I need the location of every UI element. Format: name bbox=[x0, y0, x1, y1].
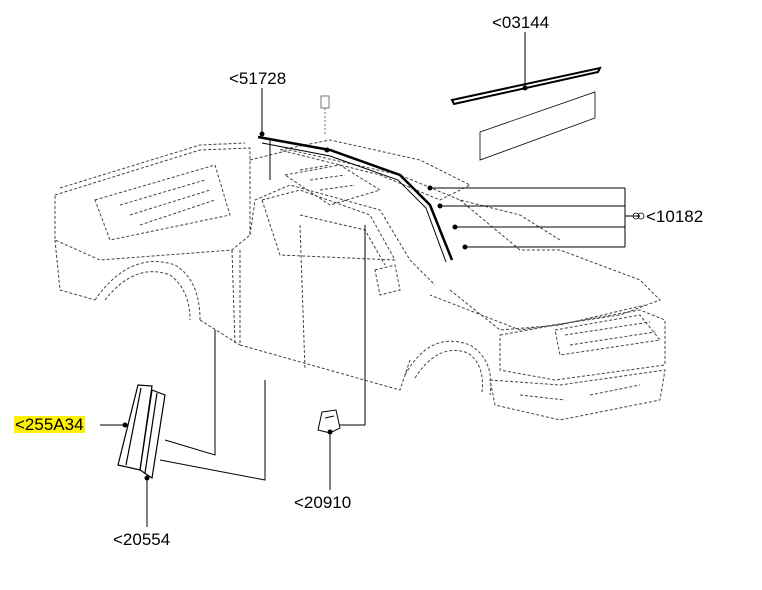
callout-10182: <10182 bbox=[646, 207, 704, 226]
callout-255A34: <255A34 bbox=[14, 415, 85, 434]
windshield-molding bbox=[257, 135, 454, 261]
callout-03144: <03144 bbox=[492, 13, 550, 32]
leader-lines bbox=[100, 32, 640, 527]
callout-20910: <20910 bbox=[294, 493, 352, 512]
connector-dots bbox=[122, 85, 528, 481]
callout-51728: <51728 bbox=[229, 69, 287, 88]
pillar-applique-part bbox=[117, 384, 166, 480]
windshield-molding-inner bbox=[261, 142, 447, 263]
bracket-part bbox=[317, 409, 341, 434]
callout-20554: <20554 bbox=[113, 530, 171, 549]
clip-icon bbox=[632, 212, 645, 220]
truck-illustration bbox=[54, 139, 666, 421]
screw-icon bbox=[320, 95, 330, 135]
roof-molding-part bbox=[450, 66, 602, 106]
